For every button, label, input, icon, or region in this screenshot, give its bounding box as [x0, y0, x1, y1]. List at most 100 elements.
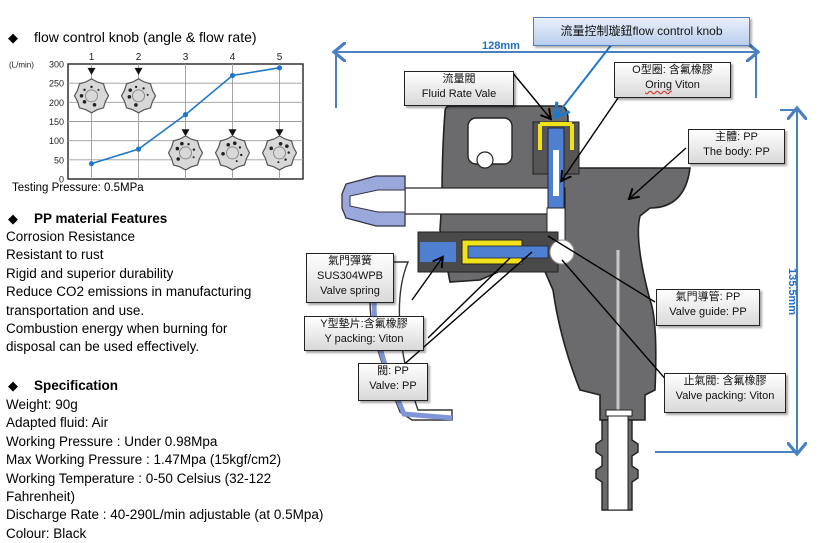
diamond-bullet-icon: ◆	[8, 30, 18, 45]
knob-orifice-dot	[142, 87, 145, 90]
knob-orifice-dot	[134, 85, 138, 89]
height-dimension-label: 135.5mm	[786, 268, 798, 316]
y-tick-label: 150	[49, 117, 64, 127]
flow-knob-leader	[556, 43, 613, 116]
knob-icon	[73, 78, 110, 114]
valve-guide-callout: 氣門導管: PP Valve guide: PP	[656, 289, 760, 326]
spec-line: Colour: Black	[6, 525, 87, 541]
spec-line: Max Working Pressure : 1.47Mpa (15kgf/cm…	[6, 452, 282, 468]
knob-icon	[261, 135, 298, 171]
diamond-bullet-icon: ◆	[8, 378, 18, 393]
x-tick-label: 2	[136, 52, 142, 63]
flow-rate-data-point	[182, 112, 189, 118]
width-dimension-label: 128mm	[482, 40, 520, 52]
knob-icon	[120, 78, 157, 114]
spec-line: Working Pressure : Under 0.98Mpa	[6, 433, 218, 449]
flow-control-knob-callout: 流量控制璇鈕flow control knob	[533, 17, 750, 46]
x-tick-label: 4	[230, 52, 236, 63]
knob-center-icon	[179, 146, 192, 160]
knob-orifice-dot	[175, 146, 180, 151]
knob-orifice-dot	[287, 151, 290, 154]
y-axis-label: (L/min)	[9, 61, 34, 70]
fluid-rate-valve-callout: 流量閥 Fluid Rate Vale	[404, 71, 514, 106]
features-heading: ◆PP material Features	[8, 211, 168, 226]
x-tick-label: 3	[183, 52, 189, 63]
knob-orifice-dot	[226, 142, 231, 147]
knob-orifice-dot	[192, 148, 196, 151]
nozzle	[341, 175, 406, 227]
knob-orifice-dot	[240, 153, 243, 157]
knob-indicator-arrow-icon	[275, 129, 284, 137]
feature-line: Corrosion Resistance	[6, 229, 136, 244]
height-dimension	[655, 110, 797, 452]
knob-center-icon	[273, 146, 286, 160]
y-tick-label: 300	[49, 60, 64, 70]
hose-fitting	[595, 409, 639, 511]
knob-orifice-dot	[221, 152, 225, 156]
features-list: Corrosion Resistance Resistant to rust R…	[6, 228, 251, 357]
spec-list: Weight: 90g Adapted fluid: Air Working P…	[6, 396, 323, 543]
knob-orifice-dot	[79, 94, 84, 98]
valve-callout: 閥: PP Valve: PP	[358, 363, 428, 401]
y-tick-label: 100	[49, 136, 64, 146]
knob-orifice-dot	[128, 88, 133, 92]
knob-orifice-dot	[97, 88, 100, 91]
flow-rate-data-point	[276, 65, 283, 71]
flow-control-knob-assembly	[532, 121, 580, 261]
knob-orifice-dot	[176, 157, 180, 161]
oring-callout: O型圈: 含氟橡膠 Oring Viton	[614, 62, 731, 98]
valve-assembly	[417, 231, 575, 273]
x-tick-label: 5	[277, 52, 283, 63]
knob-orifice-dot	[187, 143, 190, 146]
chart-footnote: Testing Pressure: 0.5MPa	[12, 182, 144, 194]
knob-orifice-dot	[134, 103, 138, 107]
knob-orifice-dot	[92, 103, 97, 107]
feature-line: Combustion energy when burning for	[6, 321, 228, 337]
y-tick-label: 200	[49, 98, 64, 108]
flow-rate-data-point	[88, 161, 95, 167]
spec-line: Discharge Rate : 40-290L/min adjustable …	[6, 507, 324, 523]
knob-orifice-dot	[127, 95, 132, 99]
knob-orifice-dot	[82, 100, 87, 104]
spec-line: Weight: 90g	[6, 397, 78, 412]
knob-orifice-dot	[285, 144, 289, 148]
feature-line: Resistant to rust	[6, 247, 104, 263]
spec-line: Working Temperature : 0-50 Celsius (32-1…	[6, 470, 272, 486]
knob-orifice-dot	[284, 158, 287, 161]
spec-line: Fahrenheit)	[6, 489, 76, 505]
knob-orifice-dot	[192, 156, 195, 159]
flow-rate-data-point	[135, 146, 142, 152]
feature-line: Rigid and superior durability	[6, 265, 174, 281]
knob-center-icon	[226, 146, 239, 160]
y-packing-callout: Y型墊片:含氟橡膠 Y packing: Viton	[304, 316, 424, 351]
knob-heading-text: flow control knob (angle & flow rate)	[34, 29, 257, 45]
knob-icon	[167, 135, 204, 171]
y-tick-label: 0	[59, 175, 64, 185]
x-tick-label: 1	[89, 52, 95, 63]
knob-center-icon	[132, 89, 145, 103]
feature-line: transportation and use.	[6, 302, 145, 318]
knob-indicator-arrow-icon	[87, 67, 96, 75]
knob-orifice-dot	[235, 160, 238, 163]
spec-line: Adapted fluid: Air	[6, 415, 109, 431]
knob-orifice-dot	[238, 146, 242, 149]
knob-orifice-dot	[180, 141, 184, 146]
knob-orifice-dot	[90, 85, 93, 89]
knob-section-heading: ◆ flow control knob (angle & flow rate)	[8, 28, 257, 47]
y-tick-label: 50	[54, 155, 64, 165]
y-tick-label: 250	[49, 79, 64, 89]
knob-indicator-arrow-icon	[181, 129, 190, 137]
valve-spring-callout: 氣門彈簧 SUS304WPB Valve spring	[306, 253, 394, 303]
knob-orifice-dot	[146, 93, 149, 96]
knob-icon	[214, 135, 251, 171]
valve-packing-callout: 止氣閥: 含氟橡膠 Valve packing: Viton	[664, 373, 786, 413]
flow-rate-data-point	[229, 72, 236, 79]
knob-center-icon	[85, 89, 98, 103]
diamond-bullet-icon: ◆	[8, 211, 18, 226]
flow-rate-chart: 0 50 100 150 200 250 300 (L/min) 1 2 3 4 5	[9, 52, 304, 185]
width-dimension	[336, 52, 756, 108]
knob-orifice-dot	[83, 88, 86, 92]
knob-orifice-dot	[232, 141, 237, 145]
knob-orifice-dot	[277, 161, 280, 164]
knob-indicator-arrow-icon	[228, 129, 237, 137]
